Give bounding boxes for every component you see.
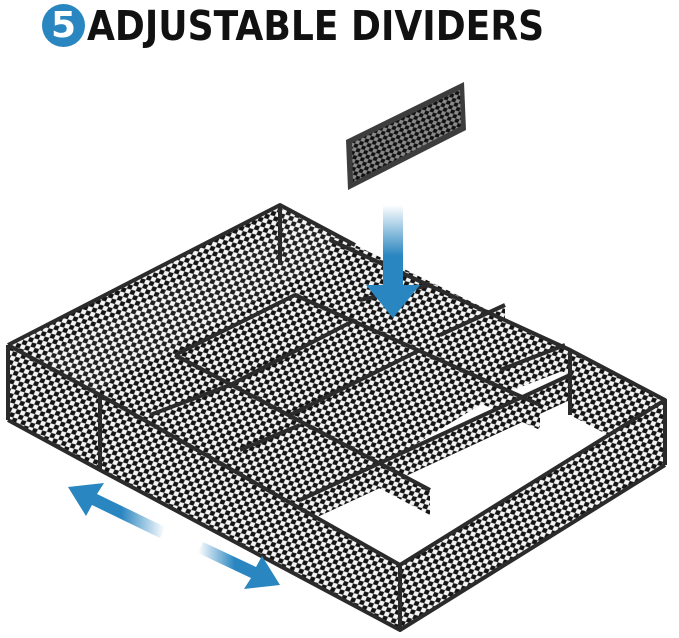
insert-down-arrow-icon	[366, 205, 420, 318]
header: 5 ADJUSTABLE DIVIDERS	[0, 0, 679, 52]
expand-left-arrow-icon	[68, 483, 165, 538]
page-title: ADJUSTABLE DIVIDERS	[87, 2, 545, 50]
expand-right-arrow-icon	[198, 542, 280, 589]
drawer-organizer	[6, 203, 667, 632]
number-badge: 5	[42, 4, 85, 47]
divider-panel	[346, 82, 466, 190]
